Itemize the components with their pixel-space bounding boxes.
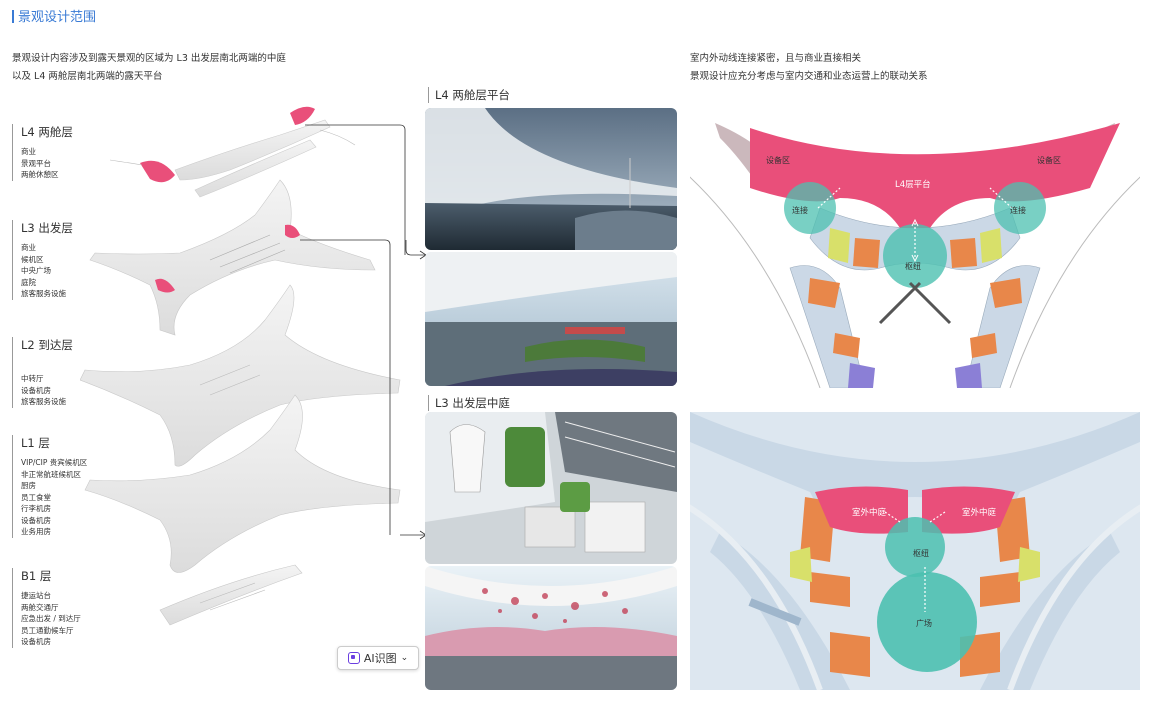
level-l2: L2 到达层 中转厅 设备机房 旅客服务设施 (12, 337, 73, 408)
title-bar (12, 10, 14, 23)
level-l3-title: L3 出发层 (21, 221, 73, 235)
l2-floor (80, 284, 401, 467)
photo-l4-platform-2 (425, 252, 677, 386)
level-b1-item: 捷运站台 (21, 591, 51, 600)
photo-l3-atrium-2 (425, 566, 677, 690)
intro-right-line-2: 景观设计应充分考虑与室内交通和业态运营上的联动关系 (690, 71, 928, 82)
page-title-text: 景观设计范围 (18, 10, 97, 25)
intro-right: 室内外动线连接紧密，且与商业直接相关 景观设计应充分考虑与室内交通和业态运营上的… (690, 50, 928, 86)
l1-floor (84, 394, 401, 573)
level-l1-item: 厨房 (21, 481, 36, 490)
level-l1-item: VIP/CIP 贵宾候机区 (21, 458, 88, 467)
ai-button-label: AI识图 (363, 652, 397, 665)
level-l3-item: 商业 (21, 243, 36, 252)
level-l4-item: 景观平台 (21, 158, 51, 168)
level-b1-title: B1 层 (21, 569, 52, 583)
level-l1-title: L1 层 (21, 436, 50, 450)
plan-bottom-hub: 枢纽 (913, 549, 929, 558)
plan-top-hub: 枢纽 (905, 262, 921, 271)
page-title: 景观设计范围 (12, 6, 96, 25)
level-l2-item: 设备机房 (21, 385, 51, 395)
intro-left-line-2: 以及 L4 两舱层南北两端的露天平台 (12, 71, 163, 82)
level-l4-item: 商业 (21, 147, 36, 156)
plan-top-platform: L4层平台 (895, 180, 931, 190)
exploded-axonometric (80, 106, 406, 626)
level-l3: L3 出发层 商业 候机区 中央广场 庭院 旅客服务设施 (12, 220, 73, 300)
plan-bottom-plaza: 广场 (916, 619, 932, 628)
level-l1-item: 业务用房 (21, 527, 51, 536)
level-l4: L4 两舱层 商业 景观平台 两舱休憩区 (12, 124, 73, 181)
level-l4-item: 两舱休憩区 (21, 170, 59, 179)
intro-right-line-1: 室内外动线连接紧密，且与商业直接相关 (690, 53, 862, 64)
level-b1-item: 两舱交通厅 (21, 602, 59, 612)
plan-bottom-right-court: 室外中庭 (962, 508, 997, 518)
level-l1: L1 层 VIP/CIP 贵宾候机区 非正常航班候机区 厨房 员工食堂 行李机房… (12, 435, 87, 538)
intro-left: 景观设计内容涉及到露天景观的区域为 L3 出发层南北两端的中庭 以及 L4 两舱… (12, 50, 286, 86)
level-l3-item: 庭院 (21, 277, 36, 287)
plan-l3 (690, 412, 1140, 690)
photo-l3-atrium-1 (425, 412, 677, 564)
plan-bottom-left-court: 室外中庭 (852, 508, 887, 518)
connector-arrows (400, 240, 427, 540)
intro-left-line-1: 景观设计内容涉及到露天景观的区域为 L3 出发层南北两端的中庭 (12, 53, 286, 64)
level-l2-title: L2 到达层 (21, 338, 73, 352)
level-l3-item: 中央广场 (21, 266, 51, 275)
plan-top-right-equip: 设备区 (1037, 156, 1061, 165)
level-b1-item: 设备机房 (21, 637, 51, 646)
plan-l4 (690, 108, 1140, 388)
level-b1-item: 应急出发 / 到达厅 (21, 614, 81, 623)
ai-recognize-button[interactable]: AI识图 ⌄ (337, 646, 419, 670)
level-l4-title: L4 两舱层 (21, 125, 73, 139)
level-l3-item: 旅客服务设施 (21, 289, 66, 298)
level-l2-item: 旅客服务设施 (21, 397, 66, 406)
level-l3-item: 候机区 (21, 254, 44, 264)
level-l1-item: 员工食堂 (21, 492, 51, 502)
l3-floor (89, 179, 376, 336)
section-l4-title: L4 两舱层平台 (428, 87, 510, 103)
photo-l4-platform-1 (425, 108, 677, 250)
level-l1-item: 行李机房 (21, 504, 51, 513)
plan-top-link-left: 连接 (792, 206, 808, 215)
chevron-down-icon: ⌄ (400, 653, 409, 663)
ai-scan-icon (347, 652, 360, 664)
plan-top-link-right: 连接 (1010, 206, 1026, 215)
level-l1-item: 非正常航班候机区 (21, 469, 81, 479)
level-l1-item: 设备机房 (21, 515, 51, 525)
b1-floor (159, 564, 303, 626)
level-b1-item: 员工通勤候车厅 (21, 625, 74, 635)
level-l2-item: 中转厅 (21, 374, 44, 383)
section-l3-title: L3 出发层中庭 (428, 395, 510, 411)
level-b1: B1 层 捷运站台 两舱交通厅 应急出发 / 到达厅 员工通勤候车厅 设备机房 (12, 568, 81, 648)
plan-top-left-equip: 设备区 (766, 156, 790, 165)
l4-floor (109, 106, 356, 198)
